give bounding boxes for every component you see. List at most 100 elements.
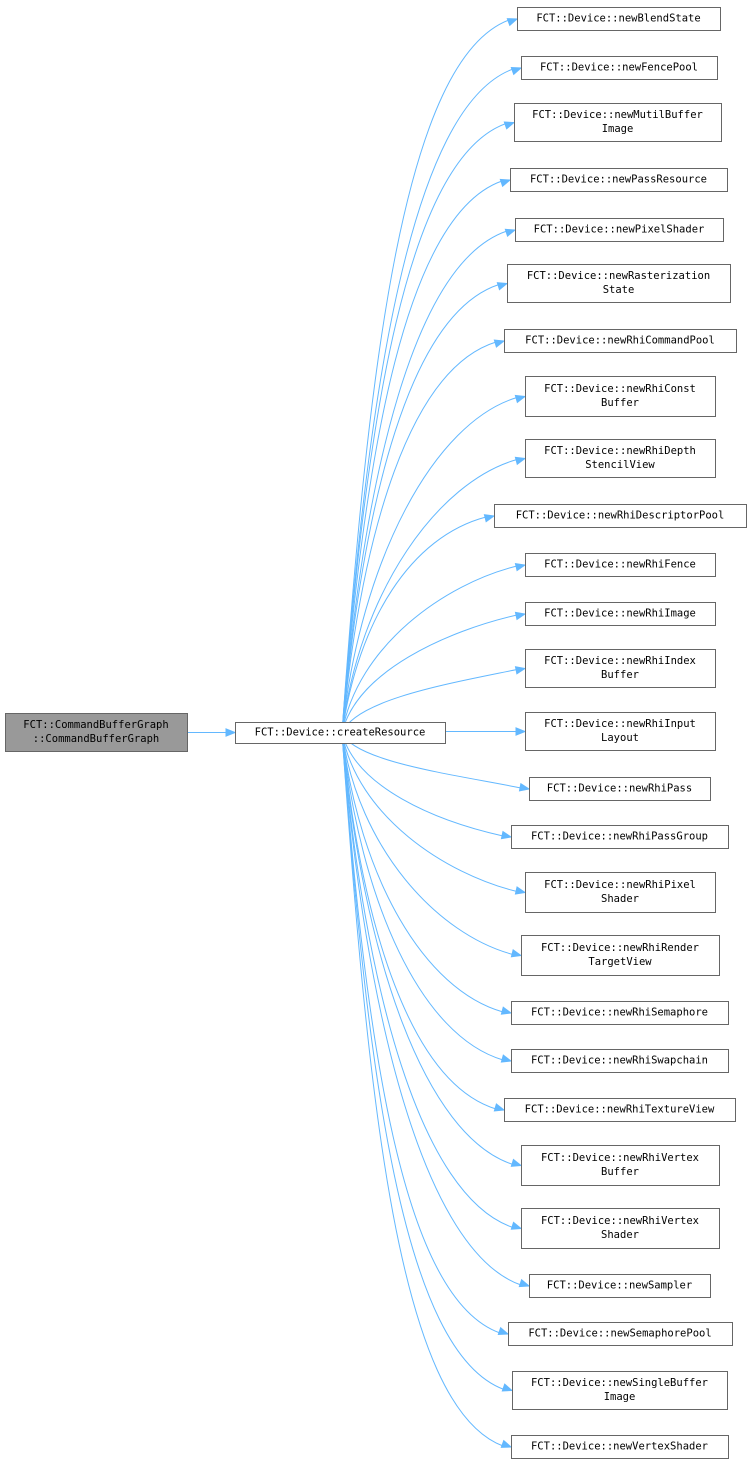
- edge-hub-to-newRhiConstBuffer: [341, 394, 527, 734]
- node-new-rhi-image-label-0: FCT::Device::newRhiImage: [544, 608, 696, 620]
- edge-hub-to-newRhiInputLayout-arrowhead: [515, 727, 527, 736]
- edge-hub-to-newRhiImage: [341, 611, 527, 734]
- node-new-rhi-texture-view-box: [504, 1098, 736, 1122]
- edge-hub-to-newSampler-arrowhead: [518, 1278, 531, 1288]
- node-create-resource[interactable]: FCT::Device::createResource: [235, 722, 446, 744]
- edge-hub-to-newPassResource-line: [341, 180, 503, 734]
- node-command-buffer-graph[interactable]: FCT::CommandBufferGraph::CommandBufferGr…: [5, 713, 188, 752]
- edge-hub-to-newRhiFence-line: [341, 565, 518, 734]
- node-new-rhi-depth-stencil-view-label-0: FCT::Device::newRhiDepth: [544, 445, 696, 457]
- edge-hub-to-newRhiRenderTargetView: [341, 732, 523, 958]
- node-new-rhi-vertex-buffer-label-0: FCT::Device::newRhiVertex: [541, 1152, 699, 1164]
- edge-hub-to-newRhiPixelShader-arrowhead: [514, 886, 527, 895]
- edge-hub-to-newSingleBufferImage: [341, 732, 514, 1392]
- node-new-rhi-pixel-shader-box: [525, 872, 716, 913]
- node-new-vertex-shader[interactable]: FCT::Device::newVertexShader: [511, 1435, 729, 1459]
- node-new-blend-state-label-0: FCT::Device::newBlendState: [536, 13, 700, 25]
- node-new-rhi-command-pool[interactable]: FCT::Device::newRhiCommandPool: [504, 329, 737, 353]
- node-new-rhi-const-buffer-box: [525, 376, 716, 417]
- node-new-rhi-swapchain-label-0: FCT::Device::newRhiSwapchain: [531, 1055, 708, 1067]
- node-new-sampler-box: [529, 1274, 711, 1298]
- edge-hub-to-newFencePool-arrowhead: [510, 67, 523, 76]
- edge-hub-to-newRhiIndexBuffer-line: [341, 669, 518, 734]
- node-new-rhi-depth-stencil-view-box: [525, 439, 716, 478]
- edge-hub-to-newRhiFence: [341, 562, 527, 734]
- edge-hub-to-newRhiCommandPool: [341, 339, 506, 734]
- node-new-rhi-texture-view-label-0: FCT::Device::newRhiTextureView: [525, 1104, 715, 1116]
- node-new-rhi-descriptor-pool[interactable]: FCT::Device::newRhiDescriptorPool: [494, 504, 747, 528]
- node-new-rhi-vertex-shader-box: [521, 1208, 720, 1249]
- node-new-rhi-semaphore-box: [511, 1001, 729, 1025]
- edge-hub-to-newSampler: [341, 732, 531, 1288]
- node-new-semaphore-pool[interactable]: FCT::Device::newSemaphorePool: [508, 1322, 733, 1346]
- node-new-sampler[interactable]: FCT::Device::newSampler: [529, 1274, 711, 1298]
- node-new-rhi-input-layout-box: [525, 712, 716, 751]
- node-new-mutil-buffer-image-label-1: Image: [602, 123, 634, 135]
- node-new-sampler-label-0: FCT::Device::newSampler: [547, 1280, 692, 1292]
- edge-hub-to-newRhiPixelShader: [341, 732, 527, 895]
- edge-hub-to-newPixelShader-arrowhead: [504, 228, 517, 238]
- node-new-rasterization-state-box: [507, 264, 731, 303]
- node-new-fence-pool-box: [521, 56, 718, 80]
- node-new-rhi-fence[interactable]: FCT::Device::newRhiFence: [525, 553, 716, 577]
- node-new-rhi-texture-view[interactable]: FCT::Device::newRhiTextureView: [504, 1098, 736, 1122]
- edge-hub-to-newRhiSwapchain: [341, 732, 513, 1063]
- node-new-rhi-pixel-shader-label-0: FCT::Device::newRhiPixel: [544, 879, 696, 891]
- node-new-single-buffer-image-label-0: FCT::Device::newSingleBuffer: [531, 1377, 708, 1389]
- node-new-rhi-depth-stencil-view-label-1: StencilView: [585, 459, 655, 471]
- node-new-rasterization-state-label-1: State: [603, 284, 635, 296]
- edge-hub-to-newSemaphorePool-line: [341, 732, 501, 1334]
- node-new-rhi-semaphore[interactable]: FCT::Device::newRhiSemaphore: [511, 1001, 729, 1025]
- node-create-resource-label-0: FCT::Device::createResource: [255, 727, 426, 739]
- edge-hub-to-newRasterizationState-arrowhead: [496, 282, 509, 291]
- node-new-rhi-swapchain[interactable]: FCT::Device::newRhiSwapchain: [511, 1049, 729, 1073]
- node-new-blend-state-box: [517, 7, 721, 31]
- node-new-rhi-descriptor-pool-box: [494, 504, 747, 528]
- edge-hub-to-newRhiDescriptorPool-line: [341, 516, 487, 734]
- edge-hub-to-newRhiFence-arrowhead: [514, 562, 527, 572]
- edge-hub-to-newSemaphorePool-arrowhead: [497, 1326, 510, 1336]
- edge-hub-to-newRhiVertexShader: [341, 732, 523, 1230]
- node-new-fence-pool[interactable]: FCT::Device::newFencePool: [521, 56, 718, 80]
- edge-hub-to-newRhiPixelShader-line: [341, 732, 518, 892]
- node-new-rhi-image[interactable]: FCT::Device::newRhiImage: [525, 602, 716, 626]
- nodes-layer: FCT::CommandBufferGraph::CommandBufferGr…: [5, 7, 747, 1459]
- edge-hub-to-newRhiPassGroup-line: [341, 732, 504, 837]
- edge-hub-to-newRhiDepthStencilView: [341, 456, 527, 734]
- edge-hub-to-newRhiVertexBuffer-arrowhead: [510, 1158, 523, 1167]
- edge-hub-to-newMutilBufferImage-line: [341, 123, 507, 734]
- node-new-rhi-const-buffer-label-0: FCT::Device::newRhiConst: [544, 383, 696, 395]
- edge-hub-to-newSingleBufferImage-arrowhead: [501, 1383, 514, 1392]
- node-new-rhi-pass-group[interactable]: FCT::Device::newRhiPassGroup: [511, 825, 729, 849]
- edge-hub-to-newRhiConstBuffer-arrowhead: [514, 394, 527, 404]
- edge-hub-to-newVertexShader-line: [341, 732, 504, 1447]
- edge-hub-to-newRhiImage-line: [341, 614, 518, 734]
- edge-root-to-hub-arrowhead: [225, 728, 237, 737]
- edge-hub-to-newRhiDepthStencilView-line: [341, 459, 518, 734]
- node-new-rhi-swapchain-box: [511, 1049, 729, 1073]
- node-new-pixel-shader[interactable]: FCT::Device::newPixelShader: [515, 218, 724, 242]
- edge-hub-to-newRhiTextureView-line: [341, 732, 497, 1110]
- node-new-pass-resource[interactable]: FCT::Device::newPassResource: [510, 168, 728, 192]
- edge-hub-to-newRhiVertexShader-line: [341, 732, 514, 1228]
- node-new-rhi-pass-label-0: FCT::Device::newRhiPass: [547, 783, 692, 795]
- edges-layer: [188, 18, 531, 1448]
- node-command-buffer-graph-label-0: FCT::CommandBufferGraph: [23, 719, 168, 731]
- node-new-rhi-vertex-buffer-label-1: Buffer: [601, 1166, 639, 1178]
- node-new-blend-state[interactable]: FCT::Device::newBlendState: [517, 7, 721, 31]
- node-new-rhi-pass[interactable]: FCT::Device::newRhiPass: [529, 777, 711, 801]
- node-new-rhi-descriptor-pool-label-0: FCT::Device::newRhiDescriptorPool: [516, 510, 725, 522]
- edge-hub-to-newRhiIndexBuffer: [341, 666, 527, 734]
